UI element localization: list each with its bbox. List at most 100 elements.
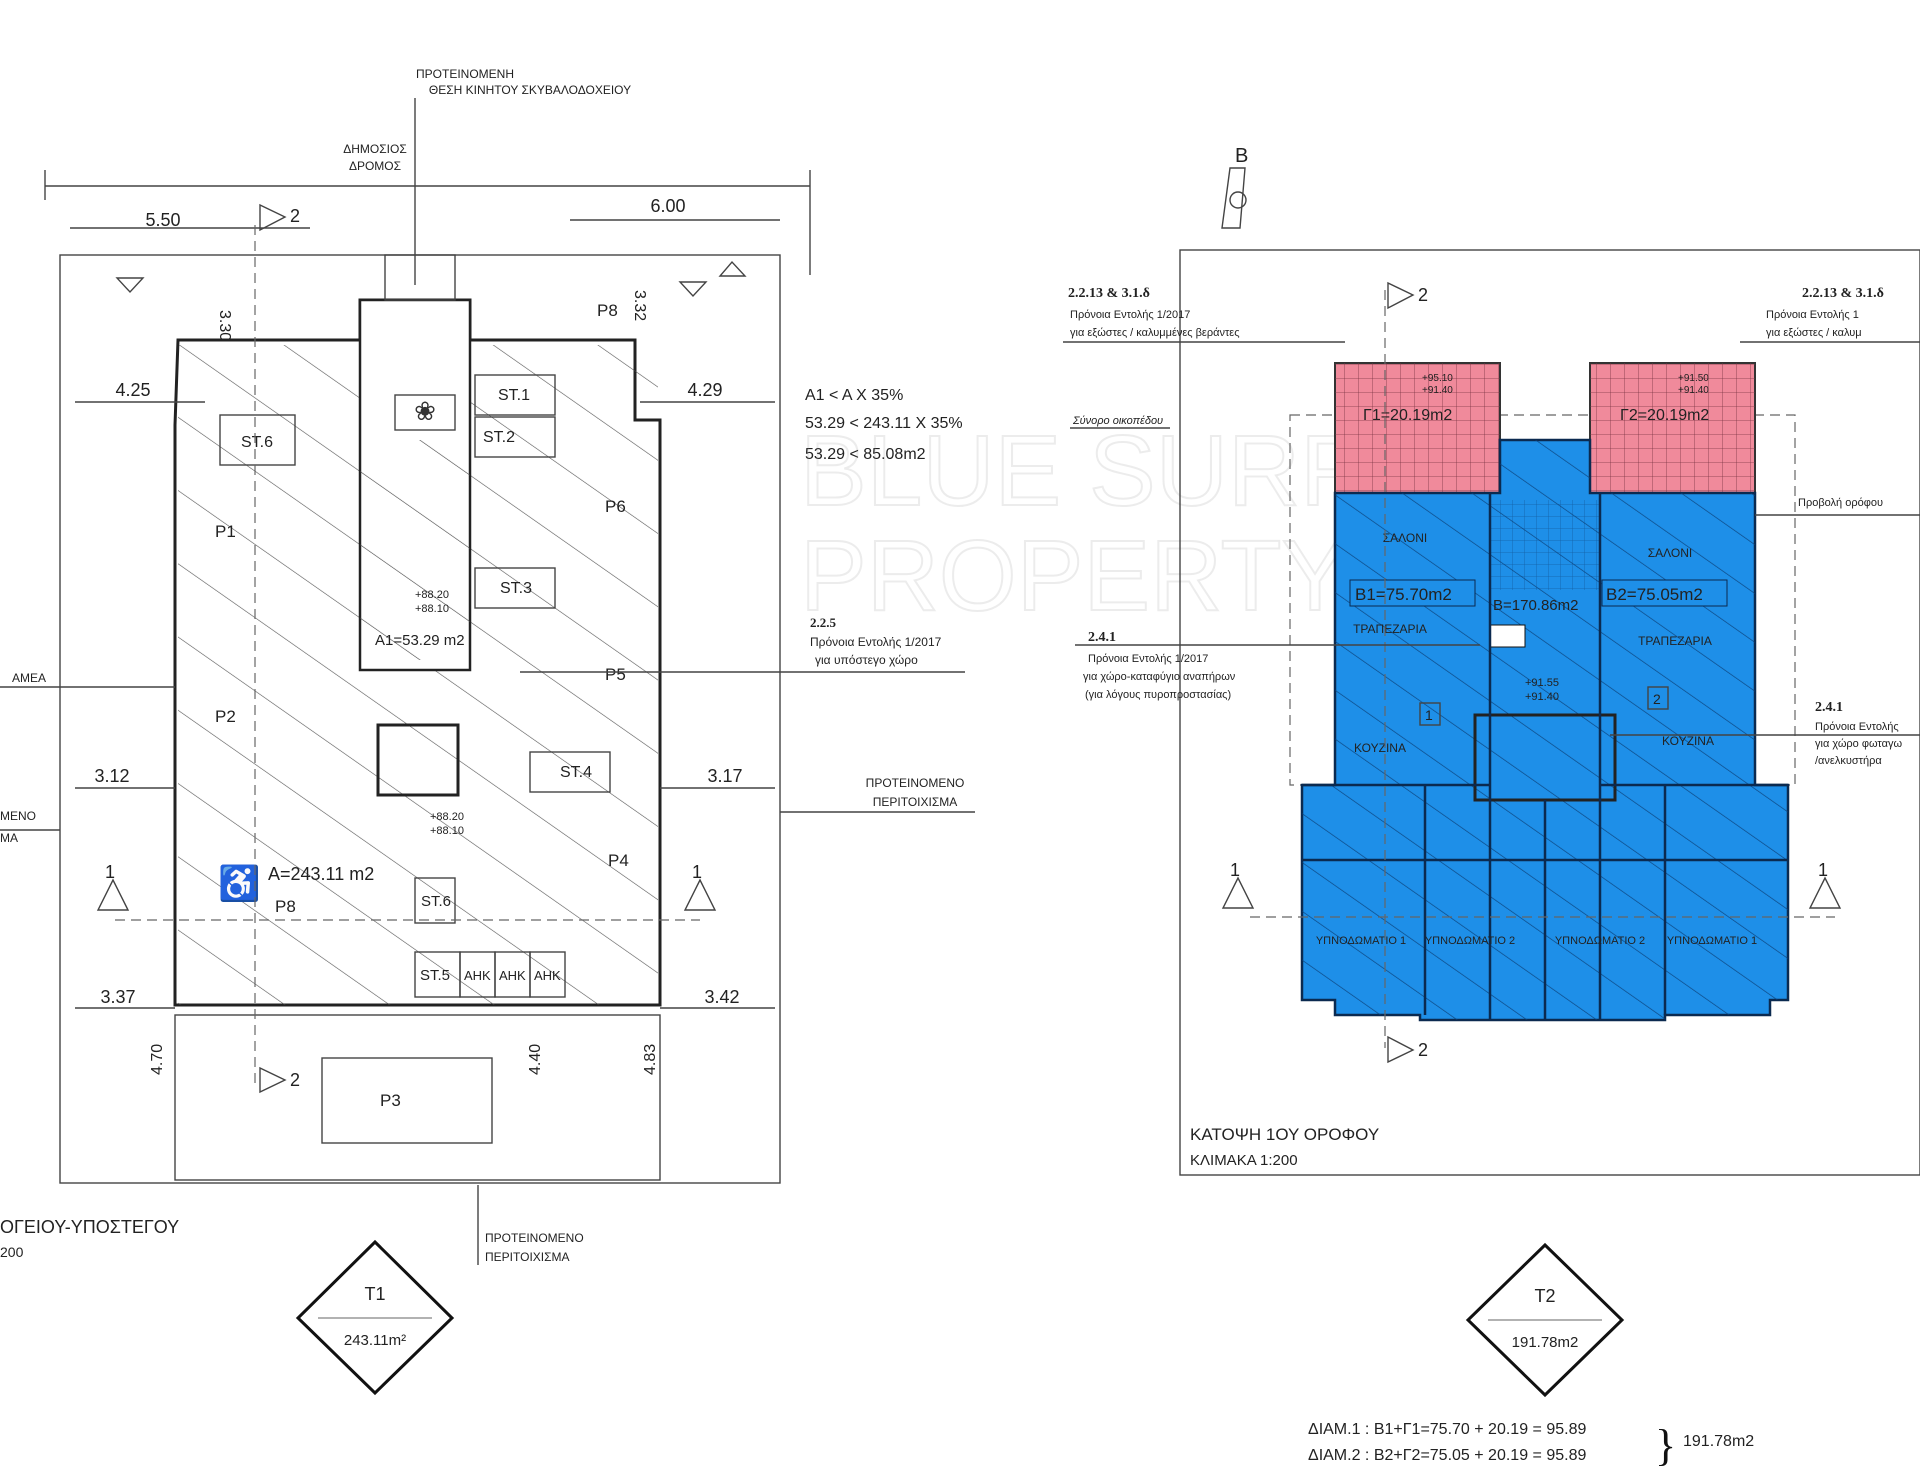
dim-342: 3.42: [704, 987, 739, 1007]
dim-425: 4.25: [115, 380, 150, 400]
storage-st4: ST.4: [560, 764, 592, 781]
dim-483: 4.83: [642, 1044, 659, 1075]
dim-top-left: 5.50: [145, 210, 180, 230]
watermark-line1: BLUE SURF: [800, 415, 1361, 527]
section-1-right: 1: [692, 862, 702, 882]
ahk-1: AHK: [464, 968, 491, 983]
parking-p6-label: P6: [605, 497, 626, 516]
dim-337: 3.37: [100, 987, 135, 1007]
ref-225-line1: Πρόνοια Εντολής 1/2017: [810, 635, 942, 649]
common-area-label: B=170.86m2: [1493, 597, 1578, 614]
tag-t2-code: T2: [1534, 1286, 1555, 1306]
sum-line-2: ΔΙΑΜ.2 : Β2+Γ2=75.05 + 20.19 = 95.89: [1308, 1447, 1586, 1464]
ref-241-left-line3: (για λόγους πυροπροστασίας): [1085, 689, 1231, 701]
balcony-g2-elev: +91.50: [1678, 373, 1709, 384]
dim-317: 3.17: [707, 766, 742, 786]
parking-p4-label: P4: [608, 851, 629, 870]
ref-241-left-code: 2.4.1: [1088, 630, 1116, 645]
fence-right-line2: ΠΕΡΙΤΟΙΧΙΣΜΑ: [873, 795, 958, 809]
elev-mid-a: +88.20: [430, 811, 464, 823]
brace-icon: }: [1655, 1421, 1676, 1470]
fence-bottom-line2: ΠΕΡΙΤΟΙΧΙΣΜΑ: [485, 1250, 570, 1264]
storage-st5: ST.5: [420, 967, 450, 984]
flat-number-2: 2: [1653, 691, 1661, 707]
room-bedroom-1-left: ΥΠΝΟΔΩΜΑΤΙΟ 1: [1316, 935, 1406, 947]
dim-330: 3.30: [216, 310, 233, 341]
bin-note-line1: ΠΡΟΤΕΙΝΟΜΕΝΗ: [416, 67, 514, 81]
right-plan-scale: ΚΛΙΜΑΚΑ 1:200: [1190, 1152, 1298, 1169]
section-2-bottom-right: 2: [1418, 1040, 1428, 1060]
ref-241-right-line1: Πρόνοια Εντολής: [1815, 721, 1899, 733]
core-elev-b: +91.40: [1525, 691, 1559, 703]
room-bedroom-1-right: ΥΠΝΟΔΩΜΑΤΙΟ 1: [1667, 935, 1757, 947]
balcony-g1-elev2: +91.40: [1422, 385, 1453, 396]
projection-label: Προβολή ορόφου: [1798, 497, 1883, 509]
ref-right-line1: Πρόνοια Εντολής 1: [1766, 309, 1859, 321]
section-2-bottom: 2: [290, 1070, 300, 1090]
flat-b1-label: B1=75.70m2: [1355, 585, 1452, 604]
ref-left-code: 2.2.13 & 3.1.δ: [1068, 286, 1150, 301]
room-dining-1: ΤΡΑΠΕΖΑΡΙΑ: [1353, 622, 1427, 636]
flat-b2-label: B2=75.05m2: [1606, 585, 1703, 604]
left-plan-title: ΟΓΕΙΟΥ-ΥΠΟΣΤΕΓΟΥ: [0, 1217, 179, 1237]
north-arrow-icon: [1221, 167, 1246, 229]
room-bedroom-2-right: ΥΠΝΟΔΩΜΑΤΙΟ 2: [1555, 935, 1645, 947]
tag-t1-code: T1: [364, 1284, 385, 1304]
storage-st2: ST.2: [483, 429, 515, 446]
room-dining-2: ΤΡΑΠΕΖΑΡΙΑ: [1638, 634, 1712, 648]
room-bedroom-2-left: ΥΠΝΟΔΩΜΑΤΙΟ 2: [1425, 935, 1515, 947]
right-floor-plan: B Γ1=20.19m2 Γ2=20.19m2 +95.10 +91.40 +9…: [1063, 145, 1920, 1470]
parking-p8-label: P8: [275, 897, 296, 916]
ahk-3: AHK: [534, 968, 561, 983]
elev-core-b: +88.10: [415, 603, 449, 615]
dim-312: 3.12: [94, 766, 129, 786]
ref-left-line1: Πρόνοια Εντολής 1/2017: [1070, 309, 1190, 321]
storage-st3: ST.3: [500, 580, 532, 597]
wheelchair-icon: ♿: [218, 864, 260, 903]
section-2-top-right: 2: [1418, 285, 1428, 305]
bin-note-line2: ΘΕΣΗ ΚΙΝΗΤΟΥ ΣΚΥΒΑΛΟΔΟΧΕΙΟΥ: [429, 83, 631, 97]
ref-241-left-line2: για χώρο-καταφύγιο αναπήρων: [1083, 671, 1236, 683]
dim-429: 4.29: [687, 380, 722, 400]
ref-241-right-line2: για χώρο φωταγω: [1815, 738, 1902, 750]
section-2-top: 2: [290, 206, 300, 226]
area-total-label: A=243.11 m2: [268, 864, 374, 884]
area-a1-label: A1=53.29 m2: [375, 632, 465, 649]
balcony-g2-label: Γ2=20.19m2: [1620, 407, 1709, 424]
ref-241-right-line3: /ανελκυστήρα: [1815, 755, 1882, 767]
ref-right-line2: για εξώστες / καλυμ: [1766, 327, 1862, 339]
tag-t1-area: 243.11m²: [344, 1332, 406, 1349]
formula-line1: A1 < A X 35%: [805, 387, 903, 404]
parking-p3-label: P3: [380, 1091, 401, 1110]
watermark: BLUE SURF PROPERTY: [799, 414, 1362, 633]
ref-left-line2: για εξώστες / καλυμμένες βεράντες: [1070, 327, 1240, 339]
room-salon-2: ΣΑΛΟΝΙ: [1648, 546, 1693, 560]
section-1-left-right: 1: [1230, 860, 1240, 880]
ref-225-line2: για υπόστεγο χώρο: [815, 653, 918, 667]
ref-right-code: 2.2.13 & 3.1.δ: [1802, 286, 1884, 301]
dim-332: 3.32: [631, 290, 648, 321]
elev-mid-b: +88.10: [430, 825, 464, 837]
ahk-2: AHK: [499, 968, 526, 983]
storage-st6-top: ST.6: [241, 434, 273, 451]
balcony-g1-label: Γ1=20.19m2: [1363, 407, 1452, 424]
watermark-line2: PROPERTY: [800, 520, 1348, 632]
sum-total: 191.78m2: [1683, 1433, 1754, 1450]
sum-line-1: ΔΙΑΜ.1 : Β1+Γ1=75.70 + 20.19 = 95.89: [1308, 1421, 1586, 1438]
dim-top-right: 6.00: [650, 196, 685, 216]
core-elev-a: +91.55: [1525, 677, 1559, 689]
dim-440: 4.40: [527, 1044, 544, 1075]
ref-241-right-code: 2.4.1: [1815, 700, 1843, 715]
road-label-line2: ΔΡΟΜΟΣ: [349, 159, 401, 173]
boundary-label: Σύνορο οικοπέδου: [1072, 415, 1163, 427]
room-kitchen-1: ΚΟΥΖΙΝΑ: [1354, 741, 1406, 755]
formula-line3: 53.29 < 85.08m2: [805, 446, 926, 463]
road-label-line1: ΔΗΜΟΣΙΟΣ: [343, 142, 407, 156]
room-kitchen-2: ΚΟΥΖΙΝΑ: [1662, 734, 1714, 748]
formula-line2: 53.29 < 243.11 X 35%: [805, 415, 963, 432]
left-cut-amea: ΑΜΕΑ: [12, 671, 46, 685]
balcony-g1-elev: +95.10: [1422, 373, 1453, 384]
storage-st6-bottom: ST.6: [421, 893, 451, 910]
elev-core-a: +88.20: [415, 589, 449, 601]
